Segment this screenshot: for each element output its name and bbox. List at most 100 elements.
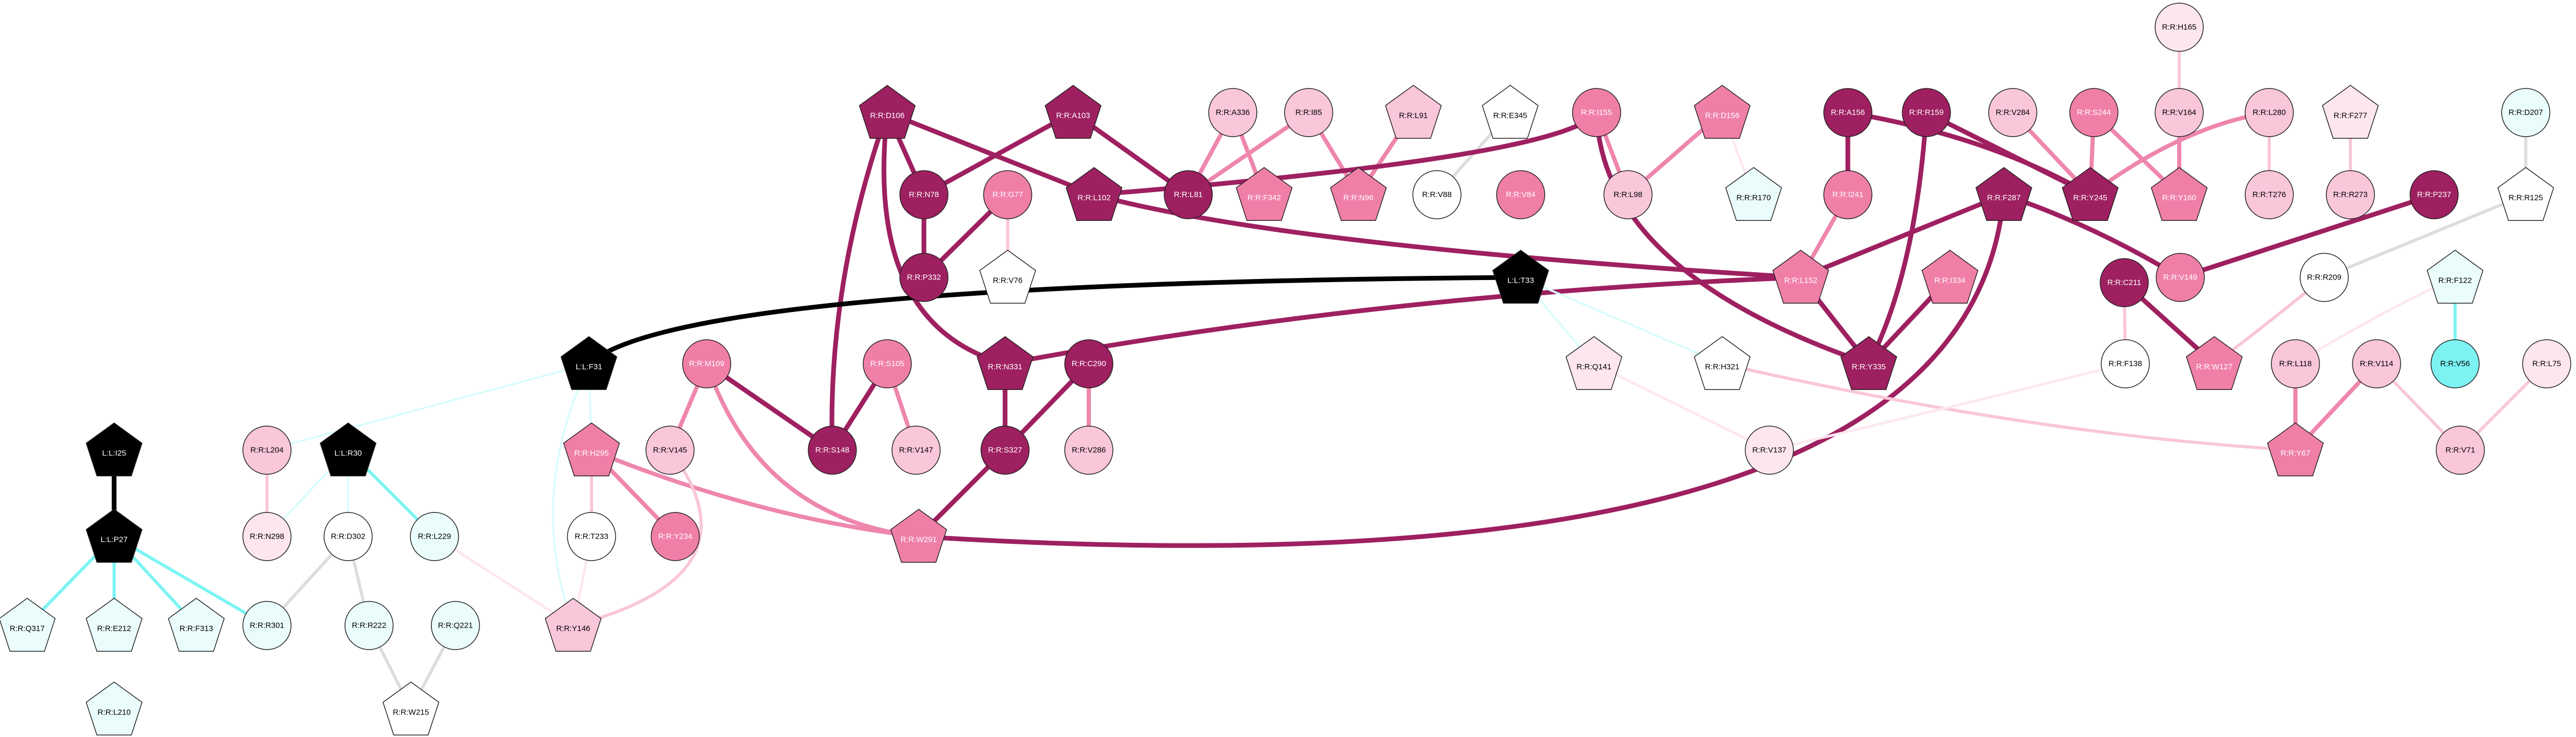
node-r-r-i334[interactable]: R:R:I334 [1921, 250, 1979, 304]
node-r-r-n298[interactable]: R:R:N298 [242, 512, 292, 561]
node-r-r-p332[interactable]: R:R:P332 [899, 253, 949, 302]
node-label-r-r-f342: R:R:F342 [1247, 194, 1281, 203]
node-r-r-f313[interactable]: R:R:F313 [168, 598, 225, 652]
node-r-r-l118[interactable]: R:R:L118 [2271, 339, 2320, 388]
node-r-r-f122[interactable]: R:R:F122 [2426, 250, 2484, 304]
node-r-r-f342[interactable]: R:R:F342 [1235, 167, 1293, 221]
node-label-r-r-v88: R:R:V88 [1422, 191, 1452, 199]
node-r-r-w291[interactable]: R:R:W291 [890, 509, 947, 563]
node-r-r-v114[interactable]: R:R:V114 [2352, 339, 2401, 388]
node-label-r-r-f138: R:R:F138 [2109, 360, 2142, 368]
node-r-r-n78[interactable]: R:R:N78 [899, 170, 949, 219]
node-r-r-v137[interactable]: R:R:V137 [1745, 426, 1794, 475]
node-r-r-a103[interactable]: R:R:A103 [1044, 85, 1102, 139]
node-shape-r-r-n298 [242, 512, 292, 561]
node-shape-r-r-n96 [1330, 167, 1387, 221]
node-r-r-l152[interactable]: R:R:L152 [1772, 250, 1830, 304]
node-r-r-f287[interactable]: R:R:F287 [1975, 167, 2033, 221]
node-r-r-v149[interactable]: R:R:V149 [2156, 253, 2205, 302]
node-r-r-r170[interactable]: R:R:R170 [1725, 167, 1782, 221]
node-r-r-y245[interactable]: R:R:Y245 [2061, 167, 2119, 221]
node-r-r-f138[interactable]: R:R:F138 [2101, 339, 2150, 388]
node-r-r-l81[interactable]: R:R:L81 [1164, 170, 1213, 219]
node-r-r-s327[interactable]: R:R:S327 [980, 426, 1030, 475]
node-r-r-v145[interactable]: R:R:V145 [645, 426, 695, 475]
node-r-r-v84[interactable]: R:R:V84 [1496, 170, 1545, 219]
node-r-r-i85[interactable]: R:R:I85 [1284, 88, 1333, 137]
node-shape-r-r-g77 [983, 170, 1032, 219]
node-l-l-i25[interactable]: L:L:I25 [85, 422, 143, 477]
node-r-r-r125[interactable]: R:R:R125 [2497, 167, 2555, 221]
node-r-r-c211[interactable]: R:R:C211 [2100, 258, 2149, 307]
node-r-r-l98[interactable]: R:R:L98 [1603, 170, 1653, 219]
node-r-r-w215[interactable]: R:R:W215 [382, 682, 440, 736]
node-r-r-d207[interactable]: R:R:D207 [2501, 88, 2550, 137]
node-r-r-v88[interactable]: R:R:V88 [1412, 170, 1462, 219]
node-r-r-h321[interactable]: R:R:H321 [1693, 336, 1751, 390]
node-r-r-h165[interactable]: R:R:H165 [2155, 3, 2204, 52]
node-r-r-l280[interactable]: R:R:L280 [2245, 88, 2294, 137]
node-l-l-t33[interactable]: L:L:T33 [1492, 250, 1549, 304]
node-r-r-v71[interactable]: R:R:V71 [2436, 426, 2485, 475]
node-r-r-v164[interactable]: R:R:V164 [2155, 88, 2204, 137]
node-shape-r-r-y146 [544, 598, 602, 652]
node-l-l-r30[interactable]: L:L:R30 [319, 422, 377, 477]
node-r-r-h295[interactable]: R:R:H295 [563, 422, 620, 477]
node-shape-r-r-y67 [2267, 422, 2324, 477]
node-r-r-e345[interactable]: R:R:E345 [1481, 85, 1539, 139]
node-r-r-d302[interactable]: R:R:D302 [324, 512, 373, 561]
node-r-r-r159[interactable]: R:R:R159 [1902, 88, 1951, 137]
node-r-r-i155[interactable]: R:R:I155 [1572, 88, 1621, 137]
node-r-r-y67[interactable]: R:R:Y67 [2267, 422, 2324, 477]
node-r-r-f277[interactable]: R:R:F277 [2322, 85, 2379, 139]
node-r-r-m109[interactable]: R:R:M109 [682, 339, 731, 388]
node-r-r-l204[interactable]: R:R:L204 [242, 426, 292, 475]
node-r-r-v76[interactable]: R:R:V76 [979, 250, 1036, 304]
node-r-r-s105[interactable]: R:R:S105 [863, 339, 912, 388]
node-r-r-l75[interactable]: R:R:L75 [2522, 339, 2571, 388]
node-r-r-e212[interactable]: R:R:E212 [85, 598, 143, 652]
node-r-r-r273[interactable]: R:R:R273 [2326, 170, 2375, 219]
node-r-r-y234[interactable]: R:R:Y234 [651, 512, 700, 561]
node-shape-r-r-r209 [2300, 253, 2349, 302]
node-r-r-p237[interactable]: R:R:P237 [2410, 170, 2459, 219]
node-r-r-v286[interactable]: R:R:V286 [1064, 426, 1113, 475]
node-r-r-r301[interactable]: R:R:R301 [242, 601, 292, 650]
node-r-r-v284[interactable]: R:R:V284 [1988, 88, 2037, 137]
node-r-r-l102[interactable]: R:R:L102 [1065, 167, 1123, 221]
node-r-r-l229[interactable]: R:R:L229 [410, 512, 459, 561]
node-r-r-y160[interactable]: R:R:Y160 [2150, 167, 2208, 221]
node-label-r-r-v284: R:R:V284 [1995, 108, 2029, 117]
node-r-r-i241[interactable]: R:R:I241 [1823, 170, 1872, 219]
node-r-r-c290[interactable]: R:R:C290 [1064, 339, 1113, 388]
node-l-l-f31[interactable]: L:L:F31 [560, 336, 618, 390]
node-r-r-q317[interactable]: R:R:Q317 [0, 598, 56, 652]
node-r-r-a336[interactable]: R:R:A336 [1208, 88, 1257, 137]
node-r-r-s148[interactable]: R:R:S148 [808, 426, 857, 475]
node-r-r-r222[interactable]: R:R:R222 [344, 601, 394, 650]
node-r-r-y335[interactable]: R:R:Y335 [1840, 336, 1898, 390]
edge-r-r-h321-to-r-r-y67 [1721, 362, 2297, 452]
node-r-r-t233[interactable]: R:R:T233 [567, 512, 616, 561]
node-r-r-q221[interactable]: R:R:Q221 [431, 601, 480, 650]
node-r-r-t276[interactable]: R:R:T276 [2245, 170, 2294, 219]
node-r-r-s244[interactable]: R:R:S244 [2069, 88, 2118, 137]
node-r-r-q141[interactable]: R:R:Q141 [1565, 336, 1623, 390]
node-r-r-l91[interactable]: R:R:L91 [1385, 85, 1442, 139]
node-l-l-p27[interactable]: L:L:P27 [85, 509, 143, 563]
node-r-r-n331[interactable]: R:R:N331 [976, 336, 1034, 390]
node-r-r-l210[interactable]: R:R:L210 [85, 682, 143, 736]
node-r-r-v56[interactable]: R:R:V56 [2430, 339, 2480, 388]
node-r-r-v147[interactable]: R:R:V147 [891, 426, 941, 475]
node-r-r-d156[interactable]: R:R:D156 [1693, 85, 1751, 139]
node-r-r-g77[interactable]: R:R:G77 [983, 170, 1032, 219]
node-r-r-n96[interactable]: R:R:N96 [1330, 167, 1387, 221]
node-shape-r-r-r159 [1902, 88, 1951, 137]
node-r-r-w127[interactable]: R:R:W127 [2185, 336, 2243, 390]
node-r-r-r209[interactable]: R:R:R209 [2300, 253, 2349, 302]
node-r-r-y146[interactable]: R:R:Y146 [544, 598, 602, 652]
node-label-r-r-r159: R:R:R159 [1909, 108, 1944, 117]
node-r-r-d106[interactable]: R:R:D106 [858, 85, 916, 139]
node-label-r-r-s244: R:R:S244 [2077, 108, 2111, 117]
node-r-r-a156[interactable]: R:R:A156 [1823, 88, 1872, 137]
